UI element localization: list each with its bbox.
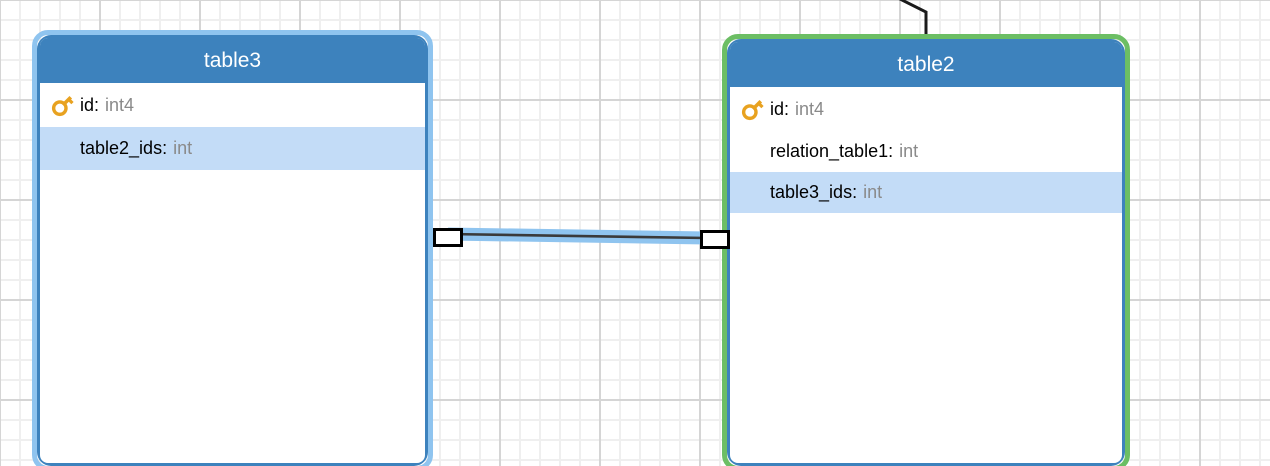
field-type: int4 (795, 98, 825, 119)
key-icon (50, 93, 80, 117)
connector-handle-right[interactable] (700, 230, 730, 249)
entity-table2[interactable]: table2 id (727, 39, 1125, 466)
entity-table3-field-list: id : int4 table2_ids : int (40, 83, 425, 170)
field-type: int (863, 182, 883, 202)
entity-table3[interactable]: table3 id (37, 35, 428, 466)
field-separator: : (852, 182, 858, 202)
connector-line[interactable] (447, 232, 708, 240)
entity-table2-title-bar[interactable]: table2 (730, 42, 1122, 87)
connector-external-path[interactable] (898, 0, 928, 40)
field-row-table2-relation_table1[interactable]: relation_table1 : int (730, 131, 1122, 172)
no-key-icon (740, 140, 770, 164)
field-name: table2_ids (80, 138, 163, 158)
connector-handle-left[interactable] (433, 228, 463, 247)
key-icon (740, 97, 770, 121)
field-type: int (173, 138, 193, 158)
connector-selection-glow (447, 227, 708, 245)
no-key-icon (740, 181, 770, 205)
entity-table2-field-list: id : int4 relation_table1 : int (730, 87, 1122, 213)
field-row-table2-table3_ids[interactable]: table3_ids : int (730, 172, 1122, 213)
entity-table3-title: table3 (203, 49, 262, 72)
field-type: int (899, 141, 919, 161)
field-separator: : (784, 98, 790, 119)
field-separator: : (162, 138, 168, 158)
entity-table2-title: table2 (897, 53, 955, 76)
entity-table3-title-bar[interactable]: table3 (40, 38, 425, 83)
field-separator: : (94, 94, 100, 115)
field-row-table3-id[interactable]: id : int4 (40, 83, 425, 127)
field-name: id (770, 98, 785, 119)
field-row-table2-id[interactable]: id : int4 (730, 87, 1122, 131)
field-separator: : (888, 141, 894, 161)
field-name: table3_ids (770, 182, 853, 202)
no-key-icon (50, 137, 80, 161)
field-type: int4 (105, 94, 135, 115)
field-row-table3-table2_ids[interactable]: table2_ids : int (40, 127, 425, 170)
field-name: id (80, 94, 95, 115)
field-name: relation_table1 (770, 141, 889, 161)
